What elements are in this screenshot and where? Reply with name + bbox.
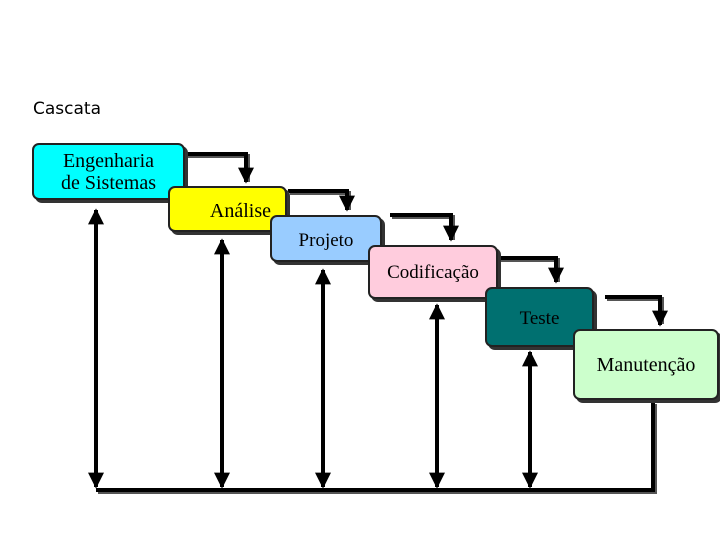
connector-ana-proj xyxy=(288,189,355,212)
stage-projeto: Projeto xyxy=(270,215,382,262)
stage-teste-label: Teste xyxy=(519,308,560,329)
stage-manutencao-label: Manutenção xyxy=(596,353,696,376)
stage-engenharia: Engenharia de Sistemas xyxy=(32,143,185,200)
stage-analise-label: Análise xyxy=(209,200,271,222)
connector-cod-test xyxy=(498,256,564,284)
feedback-bus xyxy=(96,402,655,492)
diagram-title: Cascata xyxy=(33,99,101,119)
stage-codificacao-label: Codificação xyxy=(387,262,479,283)
connector-test-man xyxy=(605,295,668,327)
stage-codificacao: Codificação xyxy=(368,245,498,299)
stage-engenharia-label: Engenharia de Sistemas xyxy=(61,149,156,194)
stage-projeto-label: Projeto xyxy=(298,230,354,251)
connector-eng-ana xyxy=(186,152,254,184)
connector-proj-cod xyxy=(390,213,459,242)
stage-analise: Análise xyxy=(168,186,287,232)
stage-manutencao: Manutenção xyxy=(573,329,719,400)
stage-teste: Teste xyxy=(485,287,594,347)
